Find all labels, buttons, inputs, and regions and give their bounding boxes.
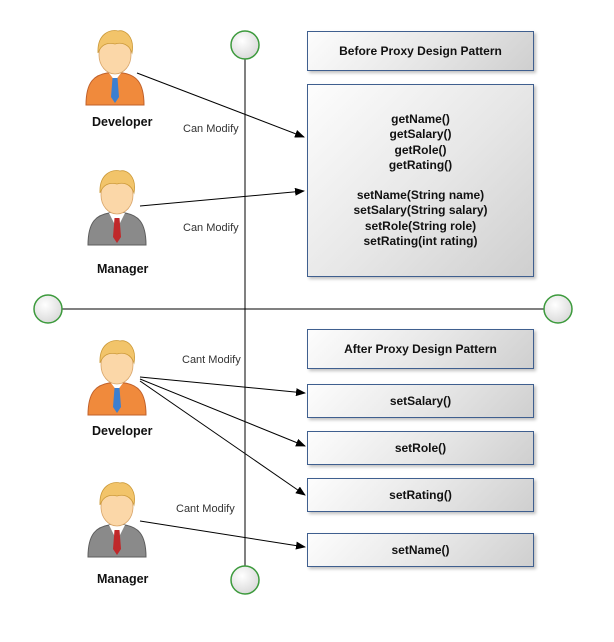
- arrow-developer-to-setrating: [139, 380, 306, 496]
- setsalary-box: setSalary(): [307, 384, 534, 418]
- developer-edge-label: Can Modify: [183, 123, 239, 135]
- arrow-manager-to-setname: [139, 520, 306, 550]
- method-getname: getName(): [391, 111, 450, 126]
- method-setname: setName(String name): [356, 187, 485, 202]
- setrole-label: setRole(): [394, 441, 447, 455]
- bottom-node: [230, 565, 260, 595]
- setrating-label: setRating(): [389, 488, 452, 502]
- method-setrating: setRating(int rating): [363, 234, 478, 248]
- manager-edge-label-after: Cant Modify: [176, 503, 235, 515]
- method-setsalary: setSalary(String salary): [353, 203, 488, 217]
- class-methods-box: getName() getSalary() getRole() getRatin…: [307, 84, 534, 277]
- left-node: [33, 294, 63, 324]
- setsalary-label: setSalary(): [389, 394, 452, 408]
- before-title: Before Proxy Design Pattern: [339, 44, 502, 58]
- manager-label-after: Manager: [97, 572, 149, 586]
- developer-label-after: Developer: [92, 424, 153, 438]
- setrating-box: setRating(): [307, 478, 534, 512]
- right-node: [543, 294, 573, 324]
- arrow-developer-to-setrole: [139, 378, 306, 447]
- arrow-developer-to-setsalary: [139, 376, 306, 397]
- developer-label: Developer: [92, 115, 153, 129]
- developer-edge-label-after: Cant Modify: [182, 354, 241, 366]
- setrole-box: setRole(): [307, 431, 534, 465]
- top-node: [230, 30, 260, 60]
- setname-label: setName(): [391, 543, 450, 557]
- manager-label: Manager: [97, 262, 149, 276]
- arrow-developer-to-methods: [136, 72, 305, 138]
- manager-icon: [87, 170, 147, 246]
- arrow-manager-to-methods: [139, 187, 305, 207]
- developer-icon-after: [87, 340, 147, 416]
- developer-icon: [85, 30, 145, 106]
- method-getrole: getRole(): [394, 142, 447, 157]
- manager-icon-after: [87, 482, 147, 558]
- method-getsalary: getSalary(): [389, 127, 452, 141]
- after-title-box: After Proxy Design Pattern: [307, 329, 534, 369]
- method-getrating: getRating(): [388, 158, 453, 172]
- method-setrole: setRole(String role): [364, 218, 477, 233]
- after-title: After Proxy Design Pattern: [344, 342, 497, 356]
- manager-edge-label: Can Modify: [183, 222, 239, 234]
- setname-box: setName(): [307, 533, 534, 567]
- before-title-box: Before Proxy Design Pattern: [307, 31, 534, 71]
